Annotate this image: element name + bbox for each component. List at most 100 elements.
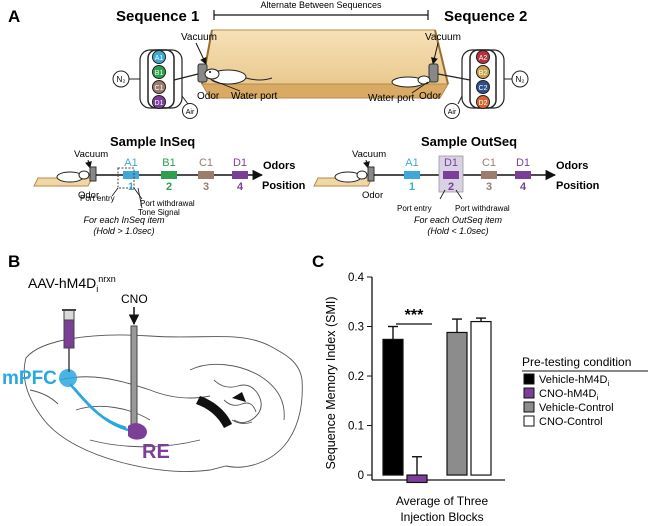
odor-circle-c2 bbox=[476, 80, 490, 94]
odor-label-d2: D2 bbox=[479, 100, 488, 107]
inseq-odor-block bbox=[232, 171, 248, 179]
outseq-port-entry: Port entry bbox=[397, 204, 432, 213]
inseq-odor-label: A1 bbox=[124, 157, 137, 169]
odor-label-a1: A1 bbox=[155, 55, 164, 62]
outseq-odor-label: A1 bbox=[405, 157, 418, 169]
odor-label-b2: B2 bbox=[479, 70, 488, 77]
panel-label-b: B bbox=[8, 252, 20, 271]
outseq-odor-label: D1 bbox=[444, 157, 458, 169]
odor-label-left: Odor bbox=[197, 91, 220, 102]
y-tick-label: 0.4 bbox=[348, 272, 365, 284]
odor-label-right: Odor bbox=[419, 91, 442, 102]
rat-right-icon bbox=[391, 75, 431, 88]
inseq-note2: (Hold > 1.0sec) bbox=[93, 226, 154, 236]
water-port-right: Water port bbox=[368, 93, 415, 104]
odor-circle-b1 bbox=[152, 65, 166, 79]
odor-circle-a2 bbox=[476, 50, 490, 64]
mpfc-injection-site bbox=[59, 369, 77, 387]
water-port-left: Water port bbox=[231, 91, 278, 102]
significance-stars: *** bbox=[405, 307, 424, 324]
inseq-note1: For each InSeq item bbox=[83, 215, 165, 225]
n2-left-icon bbox=[112, 70, 130, 88]
brain-sagittal-outline bbox=[23, 334, 303, 472]
sequence2-title: Sequence 2 bbox=[444, 8, 527, 25]
bar-cno-control bbox=[470, 320, 492, 476]
inseq-odor-label: B1 bbox=[162, 157, 175, 169]
inseq-odor-label: C1 bbox=[199, 157, 213, 169]
outseq-vacuum: Vacuum bbox=[352, 149, 386, 160]
outseq-position-label: Position bbox=[556, 180, 600, 192]
legend-title: Pre-testing condition bbox=[522, 355, 631, 369]
re-region bbox=[128, 423, 147, 440]
inseq-rat-icon bbox=[56, 170, 90, 183]
outseq-position-label: 4 bbox=[520, 181, 527, 193]
inseq-odor-block bbox=[161, 171, 177, 179]
legend-entry: Vehicle-hM4Di bbox=[539, 374, 609, 388]
rat-left-icon bbox=[204, 68, 273, 85]
inseq-position-label: 3 bbox=[203, 181, 209, 193]
chart-legend: Vehicle-hM4DiCNO-hM4DiVehicle-ControlCNO… bbox=[523, 373, 614, 428]
legend-swatch bbox=[523, 401, 535, 413]
bar-cno-hm4di bbox=[406, 474, 428, 484]
inseq-position-label: 2 bbox=[166, 181, 172, 193]
y-tick-label: 0 bbox=[358, 470, 364, 482]
outseq-title: Sample OutSeq bbox=[421, 134, 517, 149]
n2-left-label: N₂ bbox=[117, 75, 126, 84]
legend-swatch bbox=[523, 373, 535, 385]
outseq-odor-block bbox=[443, 171, 459, 179]
sequence1-title: Sequence 1 bbox=[116, 8, 199, 25]
y-tick-label: 0.1 bbox=[348, 421, 364, 433]
inseq-position-label: 4 bbox=[237, 181, 244, 193]
vacuum-label-right: Vacuum bbox=[425, 32, 461, 43]
outseq-odor-label: C1 bbox=[482, 157, 496, 169]
outseq-position-label: 1 bbox=[409, 181, 415, 193]
n2-right-label: N₂ bbox=[516, 75, 525, 84]
odor-label-a2: A2 bbox=[479, 55, 488, 62]
cno-cannula bbox=[130, 325, 138, 431]
inseq-odor-block bbox=[198, 171, 214, 179]
air-right-label: Air bbox=[448, 109, 457, 116]
air-left-label: Air bbox=[186, 109, 195, 116]
odor-circle-b2 bbox=[476, 65, 490, 79]
y-tick-label: 0.3 bbox=[348, 322, 364, 334]
inseq-position-label: Position bbox=[262, 180, 306, 192]
outseq-odor-block bbox=[481, 171, 497, 179]
brain-ventricle-shape bbox=[196, 396, 232, 428]
odor-circle-d1 bbox=[152, 95, 166, 109]
odor-label-c2: C2 bbox=[479, 85, 488, 92]
inseq-title: Sample InSeq bbox=[110, 134, 195, 149]
inseq-odor-label: D1 bbox=[233, 157, 247, 169]
odor-label-b1: B1 bbox=[155, 70, 164, 77]
re-label: RE bbox=[142, 441, 170, 463]
outseq-odors-label: Odors bbox=[556, 160, 588, 172]
inseq-port-withdrawal: Port withdrawal bbox=[140, 199, 195, 208]
inseq-port-entry: Port entry bbox=[80, 194, 115, 203]
inseq-odors-label: Odors bbox=[263, 160, 295, 172]
inseq-odor: Odor bbox=[78, 190, 99, 201]
outseq-port-withdrawal: Port withdrawal bbox=[455, 204, 510, 213]
bar-vehicle-control bbox=[446, 331, 468, 476]
outseq-odor-label: D1 bbox=[516, 157, 530, 169]
legend-swatch bbox=[523, 415, 535, 427]
inseq-odor-block bbox=[123, 171, 139, 179]
outseq-odor-block bbox=[404, 171, 420, 179]
outseq-rat-icon bbox=[334, 170, 368, 183]
odor-circle-c1 bbox=[152, 80, 166, 94]
n2-right-icon bbox=[511, 70, 529, 88]
chart-ylabel: Sequence Memory Index (SMI) bbox=[324, 297, 338, 470]
air-left-icon bbox=[182, 103, 198, 119]
mpfc-label: mPFC bbox=[2, 368, 57, 389]
syringe-icon bbox=[62, 309, 76, 372]
outseq-odor: Odor bbox=[362, 190, 383, 201]
smi-bar-chart: 0 0.1 0.2 0.3 0.4 bbox=[348, 272, 505, 484]
inseq-tone: Tone Signal bbox=[138, 208, 180, 217]
outseq-position-label: 3 bbox=[486, 181, 492, 193]
virus-label: AAV-hM4Dinrxn bbox=[28, 274, 116, 294]
chart-xlabel-line1: Average of Three bbox=[396, 494, 489, 508]
odor-label-c1: C1 bbox=[155, 85, 164, 92]
y-tick-label: 0.2 bbox=[348, 371, 364, 383]
legend-entry: CNO-Control bbox=[539, 416, 603, 428]
odor-circle-a1 bbox=[152, 50, 166, 64]
mpfc-projection bbox=[69, 383, 133, 433]
outseq-note1: For each OutSeq item bbox=[414, 215, 503, 225]
